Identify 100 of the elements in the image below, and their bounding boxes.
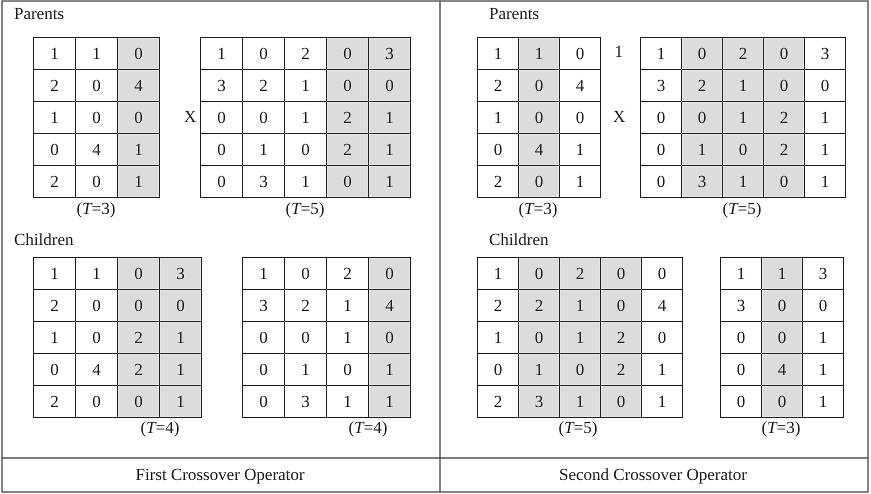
matrix-cell: 2 <box>763 133 805 166</box>
matrix-cell: 2 <box>681 69 723 102</box>
matrix-cell: 0 <box>722 133 764 166</box>
matrix-cell: 1 <box>722 69 764 102</box>
matrix-caption: (T=4) <box>140 418 180 438</box>
matrix-cell: 2 <box>600 321 642 354</box>
matrix-cell: 2 <box>763 101 805 134</box>
matrix-cell: 4 <box>117 69 160 102</box>
panel-heading: Children <box>489 230 548 250</box>
matrix-cell: 0 <box>200 165 243 198</box>
matrix-cell: 0 <box>368 69 411 102</box>
matrix-cell: 1 <box>641 385 683 418</box>
matrix-cell: 0 <box>326 37 369 70</box>
matrix-cell: 0 <box>518 165 560 198</box>
matrix-cell: 0 <box>559 37 601 70</box>
panel-footer: First Crossover Operator <box>136 465 305 485</box>
matrix-cell: 0 <box>326 165 369 198</box>
matrix-cell: 1 <box>368 385 411 418</box>
matrix-cell: 0 <box>368 257 411 290</box>
matrix-cell: 3 <box>159 257 202 290</box>
matrix-cell: 3 <box>804 37 846 70</box>
matrix-cell: 1 <box>159 321 202 354</box>
matrix-cell: 1 <box>559 289 601 322</box>
matrix-cell: 1 <box>518 37 560 70</box>
matrix-cell: 0 <box>117 101 160 134</box>
matrix-cell: 0 <box>117 257 160 290</box>
matrix-cell: 1 <box>159 353 202 386</box>
matrix-cell: 0 <box>518 257 560 290</box>
matrix-cell: 0 <box>761 321 803 354</box>
matrix-cell: 1 <box>117 165 160 198</box>
matrix-cell: 0 <box>761 289 803 322</box>
matrix-cell: 0 <box>763 165 805 198</box>
crossover-sign: X <box>184 107 196 127</box>
matrix-cell: 0 <box>518 101 560 134</box>
matrix-cell: 0 <box>117 289 160 322</box>
matrix-cell: 1 <box>33 37 76 70</box>
matrix-cell: 0 <box>763 37 805 70</box>
matrix-cell: 3 <box>802 257 844 290</box>
matrix-cell: 2 <box>559 257 601 290</box>
matrix-cell: 0 <box>761 385 803 418</box>
matrix-caption: (T=3) <box>518 199 558 219</box>
matrix-cell: 2 <box>518 289 560 322</box>
matrix-cell: 1 <box>200 37 243 70</box>
matrix-cell: 1 <box>368 353 411 386</box>
matrix-cell: 0 <box>242 385 285 418</box>
matrix-caption: (T=5) <box>558 418 598 438</box>
matrix-cell: 3 <box>368 37 411 70</box>
matrix-cell: 4 <box>518 133 560 166</box>
matrix-cell: 2 <box>600 353 642 386</box>
matrix-caption: (T=5) <box>286 199 324 219</box>
matrix-cell: 0 <box>518 321 560 354</box>
matrix-cell: 0 <box>559 353 601 386</box>
matrix-cell: 1 <box>33 257 76 290</box>
matrix-cell: 1 <box>802 385 844 418</box>
matrix-cell: 1 <box>518 353 560 386</box>
matrix-cell: 2 <box>326 101 369 134</box>
matrix-cell: 1 <box>368 133 411 166</box>
matrix-cell: 0 <box>600 385 642 418</box>
matrix-cell: 1 <box>159 385 202 418</box>
matrix-cell: 2 <box>33 385 76 418</box>
matrix-caption: (T=3) <box>762 418 800 438</box>
matrix-cell: 1 <box>242 257 285 290</box>
matrix-cell: 2 <box>117 353 160 386</box>
matrix-cell: 0 <box>518 69 560 102</box>
matrix-cell: 1 <box>368 101 411 134</box>
matrix-cell: 2 <box>33 165 76 198</box>
matrix-cell: 1 <box>117 133 160 166</box>
matrix-cell: 0 <box>763 69 805 102</box>
panel-footer: Second Crossover Operator <box>559 465 747 485</box>
matrix-cell: 1 <box>559 165 601 198</box>
matrix-cell: 1 <box>722 165 764 198</box>
matrix-cell: 0 <box>600 289 642 322</box>
panel-heading: Parents <box>489 4 540 24</box>
matrix-caption: (T=5) <box>722 199 762 219</box>
matrix-cell: 1 <box>722 101 764 134</box>
matrix-cell: 3 <box>681 165 723 198</box>
matrix-cell: 0 <box>117 37 160 70</box>
panel-heading: Children <box>14 230 74 250</box>
matrix-cell: 1 <box>681 133 723 166</box>
crossover-mark: 1 <box>614 42 623 62</box>
matrix-cell: 3 <box>518 385 560 418</box>
matrix-cell: 0 <box>326 69 369 102</box>
matrix-cell: 4 <box>368 289 411 322</box>
matrix-caption: (T=4) <box>348 418 388 438</box>
matrix-cell: 0 <box>368 321 411 354</box>
matrix-cell: 0 <box>600 257 642 290</box>
matrix-cell: 0 <box>641 257 683 290</box>
matrix-cell: 2 <box>326 133 369 166</box>
matrix-cell: 1 <box>804 165 846 198</box>
matrix-cell: 0 <box>681 37 723 70</box>
matrix-cell: 1 <box>559 321 601 354</box>
matrix-cell: 0 <box>159 289 202 322</box>
panel-heading: Parents <box>14 4 64 24</box>
matrix-cell: 4 <box>761 353 803 386</box>
matrix-cell: 2 <box>117 321 160 354</box>
matrix-caption: (T=3) <box>76 199 116 219</box>
matrix-cell: 1 <box>559 385 601 418</box>
crossover-sign: X <box>613 107 626 127</box>
matrix-cell: 0 <box>681 101 723 134</box>
matrix-cell: 1 <box>368 165 411 198</box>
